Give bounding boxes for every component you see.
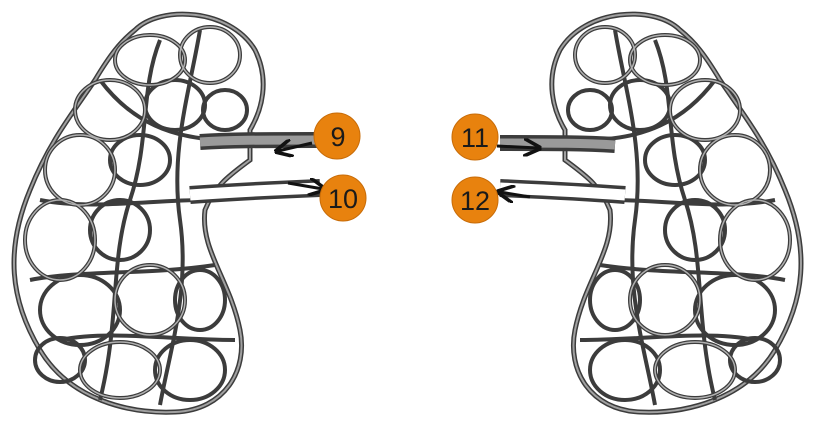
- marker-12-label: 12: [460, 186, 490, 216]
- marker-9: 9: [313, 112, 361, 160]
- right-lung-vessel-network: [499, 11, 804, 415]
- arrow-12: [500, 192, 531, 197]
- left-lung-vessel-network: [11, 11, 321, 415]
- left-lung-outline: [11, 11, 266, 415]
- flow-arrows: [278, 143, 538, 197]
- marker-10-label: 10: [328, 184, 358, 214]
- marker-10-badge: [319, 174, 367, 222]
- marker-12: 12: [451, 176, 499, 224]
- arrow-10: [287, 183, 323, 189]
- arrow-9: [278, 143, 313, 151]
- marker-11-label: 11: [461, 123, 489, 153]
- marker-10: 10: [319, 174, 367, 222]
- marker-11: 11: [451, 113, 499, 161]
- right-lung-outline: [549, 11, 804, 415]
- marker-12-badge: [451, 176, 499, 224]
- marker-9-badge: [313, 112, 361, 160]
- marker-9-label: 9: [330, 122, 345, 152]
- arrow-11: [496, 146, 538, 148]
- marker-11-badge: [451, 113, 499, 161]
